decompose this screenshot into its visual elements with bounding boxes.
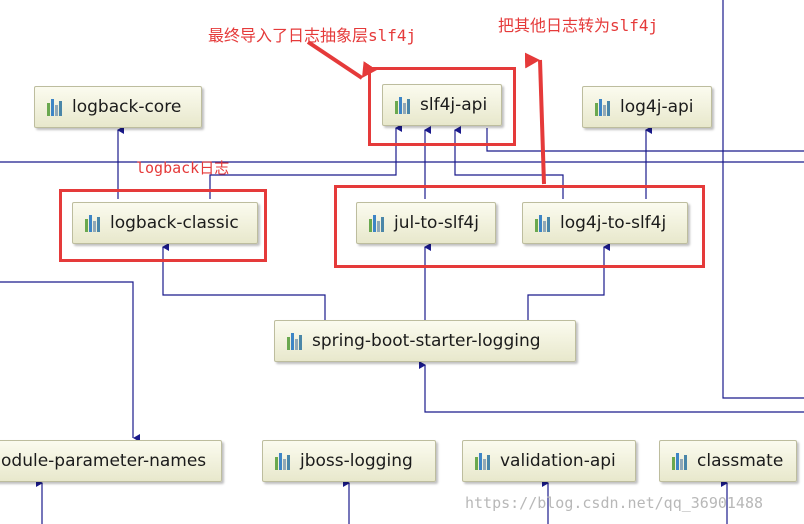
library-bars-icon: [595, 98, 614, 116]
node-label: jboss-logging: [300, 451, 413, 471]
node-jul-to-slf4j[interactable]: jul-to-slf4j: [356, 202, 496, 244]
library-bars-icon: [47, 98, 66, 116]
node-label: odule-parameter-names: [1, 451, 207, 471]
node-spring-boot-starter-logging[interactable]: spring-boot-starter-logging: [274, 320, 576, 362]
node-logback-classic[interactable]: logback-classic: [72, 202, 258, 244]
library-bars-icon: [535, 214, 554, 232]
logback-classic-highlight-box: [59, 189, 267, 262]
bridge-annotation: 把其他日志转为slf4j: [498, 16, 659, 35]
node-label: log4j-api: [620, 97, 694, 117]
node-jboss-logging[interactable]: jboss-logging: [262, 440, 436, 482]
node-log4j-api[interactable]: log4j-api: [582, 86, 712, 128]
node-label: spring-boot-starter-logging: [312, 331, 541, 351]
library-bars-icon: [85, 214, 104, 232]
node-validation-api[interactable]: validation-api: [462, 440, 636, 482]
node-label: logback-core: [72, 97, 182, 117]
node-slf4j-api[interactable]: slf4j-api: [382, 84, 502, 126]
bridges-highlight-box: [334, 185, 705, 268]
library-bars-icon: [369, 214, 388, 232]
node-module-parameter-names[interactable]: odule-parameter-names: [0, 440, 222, 482]
library-bars-icon: [672, 452, 691, 470]
library-bars-icon: [287, 332, 306, 350]
logback-annotation: logback日志: [136, 159, 230, 177]
slf4j-highlight-box: [368, 67, 516, 146]
node-classmate[interactable]: classmate: [659, 440, 797, 482]
node-label: classmate: [697, 451, 784, 471]
node-label: logback-classic: [110, 213, 239, 233]
watermark: https://blog.csdn.net/qq_36901488: [465, 494, 764, 512]
library-bars-icon: [395, 96, 414, 114]
slf4j-annotation: 最终导入了日志抽象层slf4j: [208, 26, 417, 45]
node-label: jul-to-slf4j: [394, 213, 479, 233]
library-bars-icon: [275, 452, 294, 470]
node-label: log4j-to-slf4j: [560, 213, 667, 233]
library-bars-icon: [475, 452, 494, 470]
node-logback-core[interactable]: logback-core: [34, 86, 202, 128]
node-label: validation-api: [500, 451, 616, 471]
node-log4j-to-slf4j[interactable]: log4j-to-slf4j: [522, 202, 688, 244]
node-label: slf4j-api: [420, 95, 488, 115]
